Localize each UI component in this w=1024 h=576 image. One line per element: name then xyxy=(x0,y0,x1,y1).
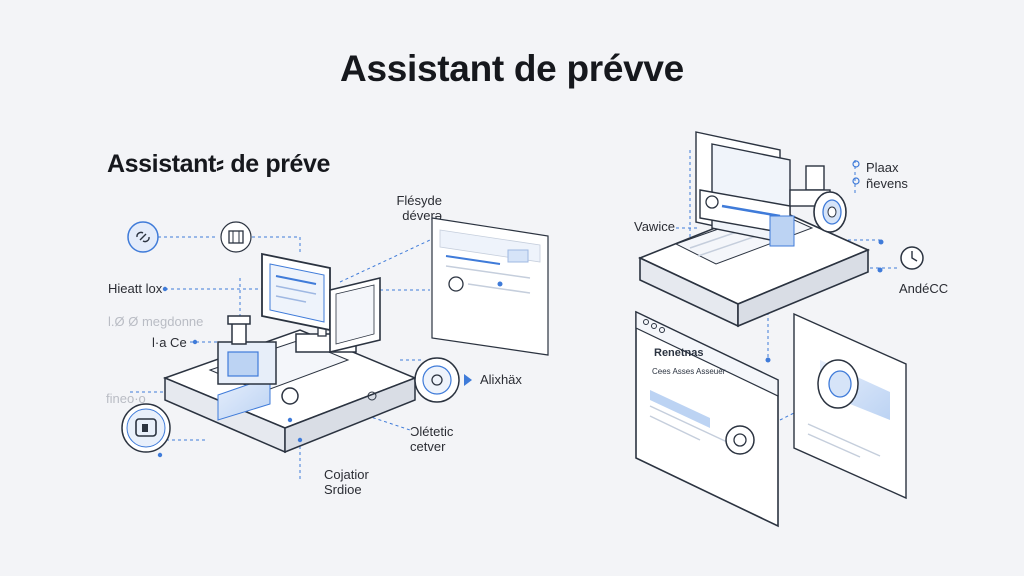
right-stacked-screens xyxy=(695,131,795,247)
label-hevens: ñevens xyxy=(866,176,908,191)
label-oletetic-line2: cetver xyxy=(410,439,446,454)
label-oletetic: Ɔlétetic cetver xyxy=(410,424,453,454)
browser-window-back xyxy=(793,312,907,500)
section-subtitle: Assistant⸗ de préve xyxy=(107,150,331,178)
panel-heading: Renetnas xyxy=(654,347,704,359)
link-icon xyxy=(127,221,159,253)
label-oletetic-line1: Ɔlétetic xyxy=(410,424,454,439)
label-cojatior-line1: Cojatior xyxy=(324,467,369,482)
right-cylinder-assembly xyxy=(789,160,860,233)
target-icon xyxy=(414,357,472,403)
label-faint-1: l.Ø Ø megdonne xyxy=(108,314,204,329)
left-floating-panel xyxy=(431,217,549,356)
panel-subheading: Cees Asses Asseuer xyxy=(652,367,726,376)
bot-icon xyxy=(121,403,171,453)
label-faint-2: fineo·o xyxy=(106,391,146,406)
label-cojatior-line2: Srdioe xyxy=(324,482,362,497)
left-monitor xyxy=(261,252,381,354)
label-cojatior: Cojatior Srdioe xyxy=(324,467,369,497)
label-alixhax: Alixhäx xyxy=(480,372,522,387)
clock-icon xyxy=(900,246,924,270)
label-ice: l·a Ce xyxy=(152,335,187,350)
left-machine xyxy=(217,315,277,385)
label-plaax: Plaax xyxy=(866,160,899,175)
browser-window-front xyxy=(635,310,779,528)
page-title: Assistant de prévve xyxy=(340,48,684,89)
right-dots xyxy=(765,239,884,363)
chip-icon xyxy=(220,221,252,253)
label-heat: Hieatt lox xyxy=(108,281,163,296)
left-dots xyxy=(157,286,303,458)
label-vawice: Vawice xyxy=(634,219,675,234)
label-flesyde-line1: Flésyde xyxy=(396,193,442,208)
label-andecc: AndéCC xyxy=(899,281,949,296)
left-platform xyxy=(162,329,418,454)
